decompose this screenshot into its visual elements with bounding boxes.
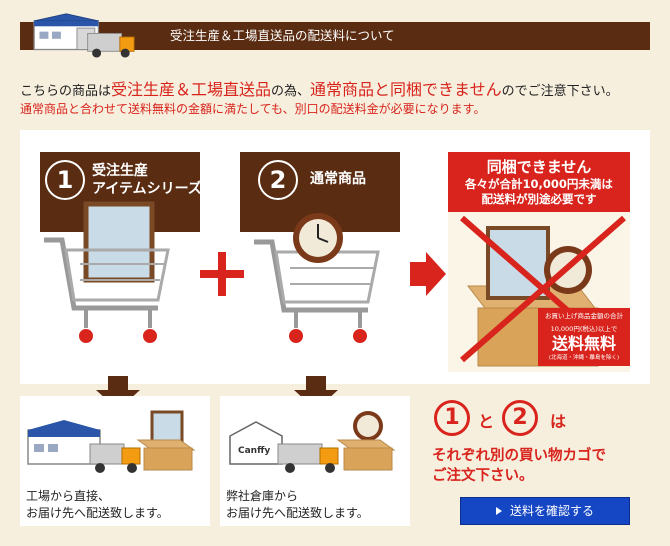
badge-line-1b: 10,000円(税込)以上で (550, 325, 618, 333)
factory-truck-icon (33, 13, 135, 58)
item-number-1: 1 (45, 160, 85, 200)
shipping-caption-warehouse-2: お届け先へ配送致します。 (226, 506, 369, 520)
shopping-cart-icon (44, 201, 170, 345)
item-tag-1: 1 受注生産 アイテムシリーズ (40, 152, 202, 232)
shipping-caption-factory-2: お届け先へ配送致します。 (26, 506, 169, 520)
item-label-2: 通常商品 (310, 171, 366, 187)
intro-text: こちらの商品は (20, 84, 112, 99)
warning-line-1: 各々が合計10,000円未満は (465, 177, 613, 191)
play-arrow-icon (495, 507, 502, 515)
note-conj: と (478, 412, 495, 431)
intro-text: のでご注意下さい。 (501, 84, 619, 99)
free-shipping-badge: お買い上げ商品金額の合計 10,000円(税込)以上で 送料無料 (北海道・沖縄… (538, 308, 630, 366)
note-line-1: それぞれ別の買い物カゴで (432, 448, 606, 464)
arrow-down-icon (96, 376, 140, 410)
check-shipping-button[interactable]: 送料を確認する (460, 497, 630, 525)
badge-line-1: お買い上げ商品金額の合計 (545, 312, 623, 320)
factory-truck-icon (27, 420, 141, 473)
header-title: 受注生産＆工場直送品の配送料について (170, 28, 395, 43)
badge-small: (北海道・沖縄・離島を除く) (548, 355, 620, 361)
note-number-2: 2 (502, 400, 538, 436)
note-line-2: ご注文下さい。 (432, 468, 534, 484)
plus-icon (200, 252, 244, 296)
warehouse-label: Canffy (238, 446, 271, 456)
intro-line-1: こちらの商品は受注生産＆工場直送品の為、通常商品と同梱できませんのでご注意下さい… (20, 76, 619, 100)
shipping-caption-warehouse-1: 弊社倉庫から (226, 489, 299, 503)
cardboard-box-icon (136, 410, 196, 471)
note-number-1: 1 (434, 400, 470, 436)
check-shipping-label: 送料を確認する (509, 504, 594, 518)
note-topic: は (550, 412, 567, 431)
warehouse-truck-icon (229, 421, 339, 473)
intro-line-2: 通常商品と合わせて送料無料の金額に満たしても、別口の配送料金が必要になります。 (20, 102, 486, 116)
item-label-1a: 受注生産 (92, 163, 148, 179)
warning-line-2: 配送料が別途必要です (481, 192, 597, 206)
warning-title: 同梱できません (486, 158, 592, 176)
intro-emphasis-1: 受注生産＆工場直送品 (111, 80, 272, 99)
badge-big: 送料無料 (551, 334, 616, 353)
shopping-cart-icon (254, 239, 380, 345)
intro-emphasis-2: 通常商品と同梱できません (310, 80, 502, 99)
arrow-down-icon (294, 376, 338, 410)
warning-box: 同梱できません 各々が合計10,000円未満は 配送料が別途必要です (448, 152, 630, 212)
item-number-2: 2 (258, 160, 298, 200)
item-label-1b: アイテムシリーズ (92, 181, 202, 197)
shipping-caption-factory-1: 工場から直接、 (26, 489, 111, 503)
cardboard-box-icon (336, 411, 396, 471)
intro-text: の為、 (271, 84, 311, 99)
clock-icon (293, 213, 343, 263)
arrow-right-icon (410, 252, 446, 296)
